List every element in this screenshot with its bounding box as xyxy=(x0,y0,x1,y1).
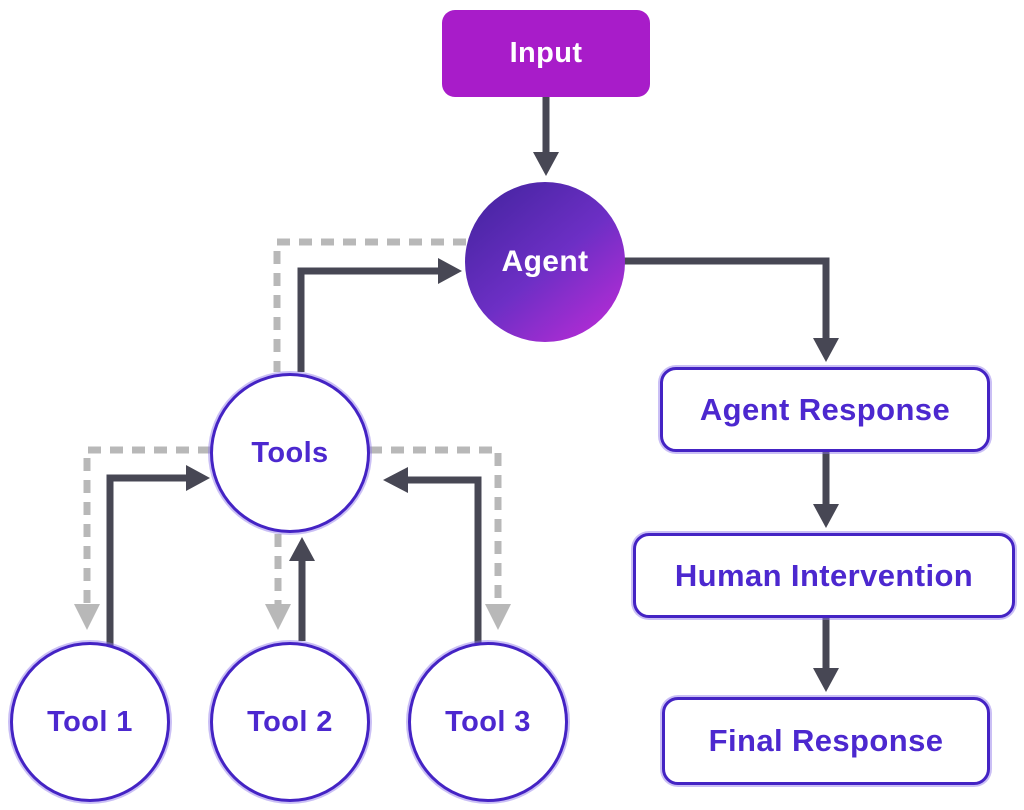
arrowhead-tool1-to-tools xyxy=(186,465,210,491)
tool1-node-label: Tool 1 xyxy=(47,705,133,738)
tool2-node-label: Tool 2 xyxy=(247,705,333,738)
tool2-node: Tool 2 xyxy=(210,642,370,802)
edge-tool1-to-tools xyxy=(106,474,188,646)
final-response-node-label: Final Response xyxy=(708,723,944,758)
arrowhead-tools-to-agent xyxy=(438,258,462,284)
tool1-node: Tool 1 xyxy=(10,642,170,802)
arrowhead-human-intervention-to-final-response xyxy=(813,668,839,692)
input-node-label: Input xyxy=(509,37,583,69)
edge-tools-to-agent xyxy=(297,267,440,372)
edge-tools-to-tool3-dashed xyxy=(369,446,502,606)
edge-tools-to-tool1-dashed xyxy=(83,446,211,606)
input-node: Input xyxy=(442,10,650,97)
tool3-node: Tool 3 xyxy=(408,642,568,802)
human-intervention-node: Human Intervention xyxy=(633,533,1015,618)
tools-node-label: Tools xyxy=(251,436,329,469)
tools-node: Tools xyxy=(210,373,370,533)
agent-node: Agent xyxy=(465,182,625,342)
agent-node-label: Agent xyxy=(501,245,589,278)
arrowhead-input-to-agent xyxy=(533,152,559,176)
edge-agent-to-agent-response xyxy=(622,257,830,340)
arrowhead-tool3-to-tools xyxy=(383,467,408,493)
final-response-node: Final Response xyxy=(662,697,990,785)
arrowhead-tools-to-tool2-dashed xyxy=(265,604,291,630)
arrowhead-tools-to-tool1-dashed xyxy=(74,604,100,630)
edge-tool3-to-tools xyxy=(406,476,482,646)
arrowhead-agent-response-to-human-intervention xyxy=(813,504,839,528)
agent-response-node-label: Agent Response xyxy=(699,391,951,427)
arrowhead-agent-to-agent-response xyxy=(813,338,839,362)
edge-agent-to-tools-dashed xyxy=(273,238,466,372)
arrowhead-tool2-to-tools xyxy=(289,537,315,561)
arrowhead-tools-to-tool3-dashed xyxy=(485,604,511,630)
agent-response-node: Agent Response xyxy=(660,367,990,452)
human-intervention-node-label: Human Intervention xyxy=(674,557,974,593)
tool3-node-label: Tool 3 xyxy=(445,705,531,738)
